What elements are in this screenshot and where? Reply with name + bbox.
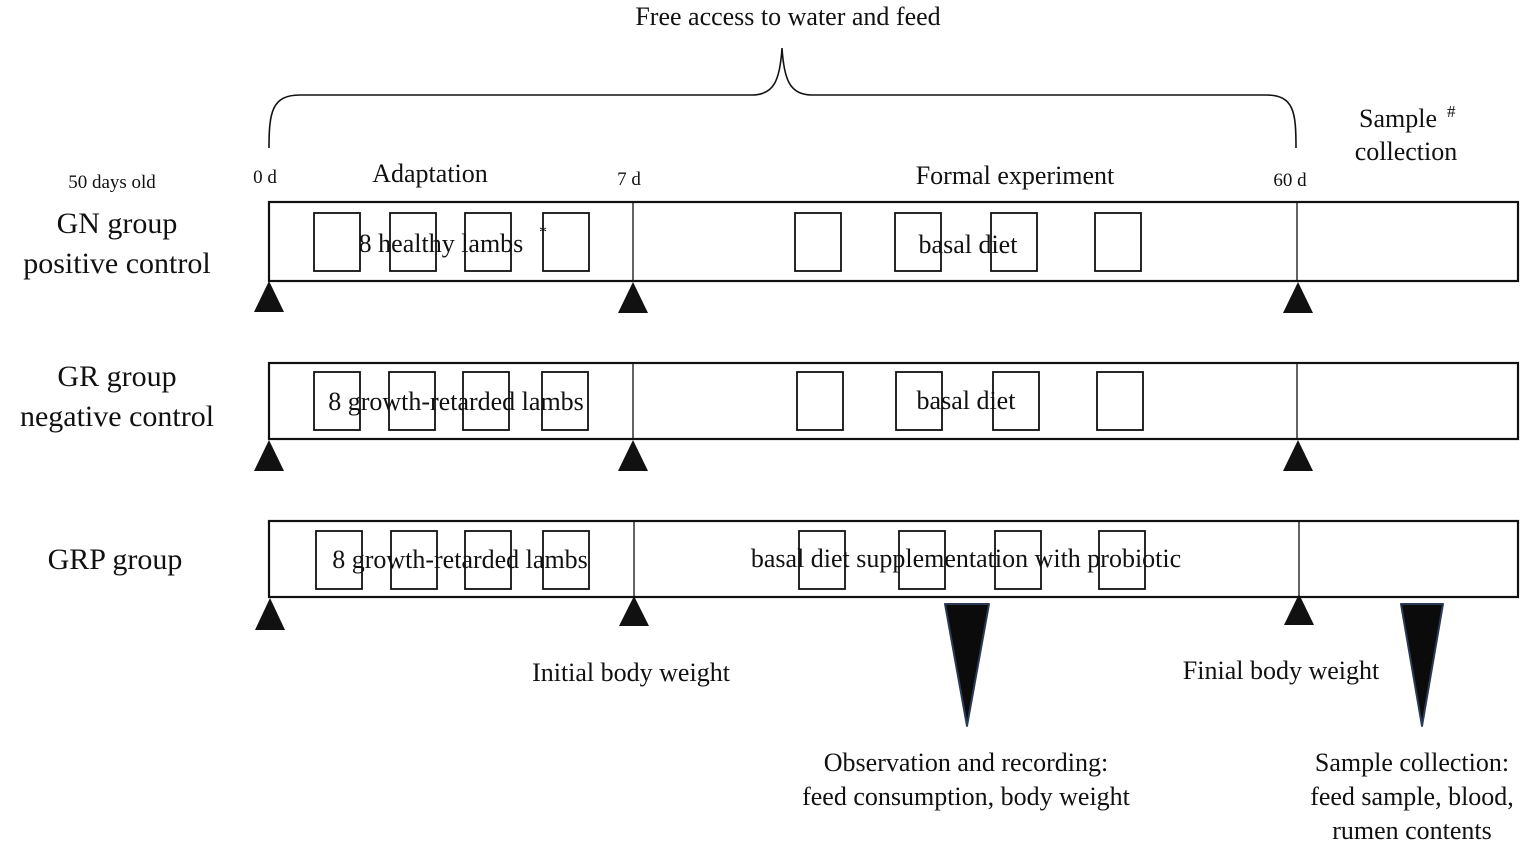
group-name: GR group (57, 360, 176, 393)
group-name: GN group (57, 207, 178, 240)
pen-icon (794, 212, 842, 272)
timepoint-60d: 60 d (1273, 170, 1307, 191)
adaptation-text: 8 growth-retarded lambs (332, 545, 588, 574)
sample-collection-line2: feed sample, blood, (1310, 782, 1514, 811)
weigh-marker-triangle (254, 281, 284, 312)
pen-icon (464, 530, 512, 590)
group-role: positive control (23, 247, 210, 280)
weigh-marker-triangle (618, 282, 648, 313)
pen-icon (389, 212, 437, 272)
group-row-gr: GR group negative control 8 growth-retar… (20, 360, 1520, 471)
pen-icon (541, 371, 589, 431)
pen-icon (990, 212, 1038, 272)
timepoint-7d: 7 d (617, 169, 641, 190)
sample-collection-line3: rumen contents (1332, 816, 1492, 845)
pen-icon (464, 212, 512, 272)
sample-header-marker: # (1447, 102, 1456, 121)
pen-icon (895, 371, 943, 431)
pen-icon (898, 530, 946, 590)
phase-formal-label: Formal experiment (916, 161, 1115, 190)
timeline-bar (267, 200, 1520, 283)
pen-icon (1094, 212, 1142, 272)
pen-icon (992, 371, 1040, 431)
pen-icon (1096, 371, 1144, 431)
timeline-bar (267, 361, 1520, 441)
pen-icon (390, 530, 438, 590)
sample-header-line2: collection (1355, 137, 1458, 166)
pen-icon (388, 371, 436, 431)
pen-icon (994, 530, 1042, 590)
adaptation-marker: * (539, 224, 547, 241)
group-row-grp: GRP group 8 growth-retarded lambs basal … (48, 519, 1520, 630)
pen-icon (542, 530, 590, 590)
phase-adaptation-label: Adaptation (372, 159, 488, 188)
adaptation-text: 8 growth-retarded lambs (328, 387, 584, 416)
formal-diet-text: basal diet supplementation with probioti… (751, 544, 1181, 573)
final-weight-label: Finial body weight (1183, 656, 1380, 685)
observation-pointer-icon (944, 603, 990, 727)
adaptation-text: 8 healthy lambs (359, 229, 524, 258)
weigh-marker-triangle (1283, 440, 1313, 471)
sample-pointer-icon (1400, 603, 1444, 727)
age-label: 50 days old (68, 172, 156, 193)
pen-icon (894, 212, 942, 272)
group-role: negative control (20, 400, 214, 433)
weigh-marker-triangle (255, 598, 285, 630)
pen-icon (313, 212, 361, 272)
observation-line2: feed consumption, body weight (802, 782, 1131, 811)
sample-collection-line1: Sample collection: (1315, 748, 1509, 777)
pen-icons (313, 212, 1142, 272)
top-brace (268, 47, 1297, 149)
observation-line1: Observation and recording: (824, 748, 1108, 777)
timeline-bar (267, 519, 1520, 599)
pen-icon (462, 371, 510, 431)
top-brace-label: Free access to water and feed (635, 2, 940, 31)
weigh-marker-triangle (1283, 282, 1313, 313)
weigh-marker-triangle (618, 440, 648, 471)
timepoint-0d: 0 d (253, 167, 277, 188)
sample-header-line1: Sample (1359, 104, 1437, 133)
pen-icon (796, 371, 844, 431)
pen-icon (313, 371, 361, 431)
pen-icon (798, 530, 846, 590)
pen-icon (315, 530, 363, 590)
group-name: GRP group (48, 543, 183, 576)
initial-weight-label: Initial body weight (532, 658, 731, 687)
weigh-marker-triangle (254, 440, 284, 471)
weigh-marker-triangle (619, 596, 649, 626)
pen-icons (313, 371, 1144, 431)
weigh-marker-triangle (1284, 594, 1314, 625)
formal-diet-text: basal diet (917, 386, 1017, 415)
formal-diet-text: basal diet (919, 230, 1019, 259)
group-row-gn: GN group positive control 8 healthy lamb… (23, 200, 1520, 313)
pen-icon (542, 212, 590, 272)
pen-icon (1098, 530, 1146, 590)
pen-icons (315, 530, 1146, 590)
